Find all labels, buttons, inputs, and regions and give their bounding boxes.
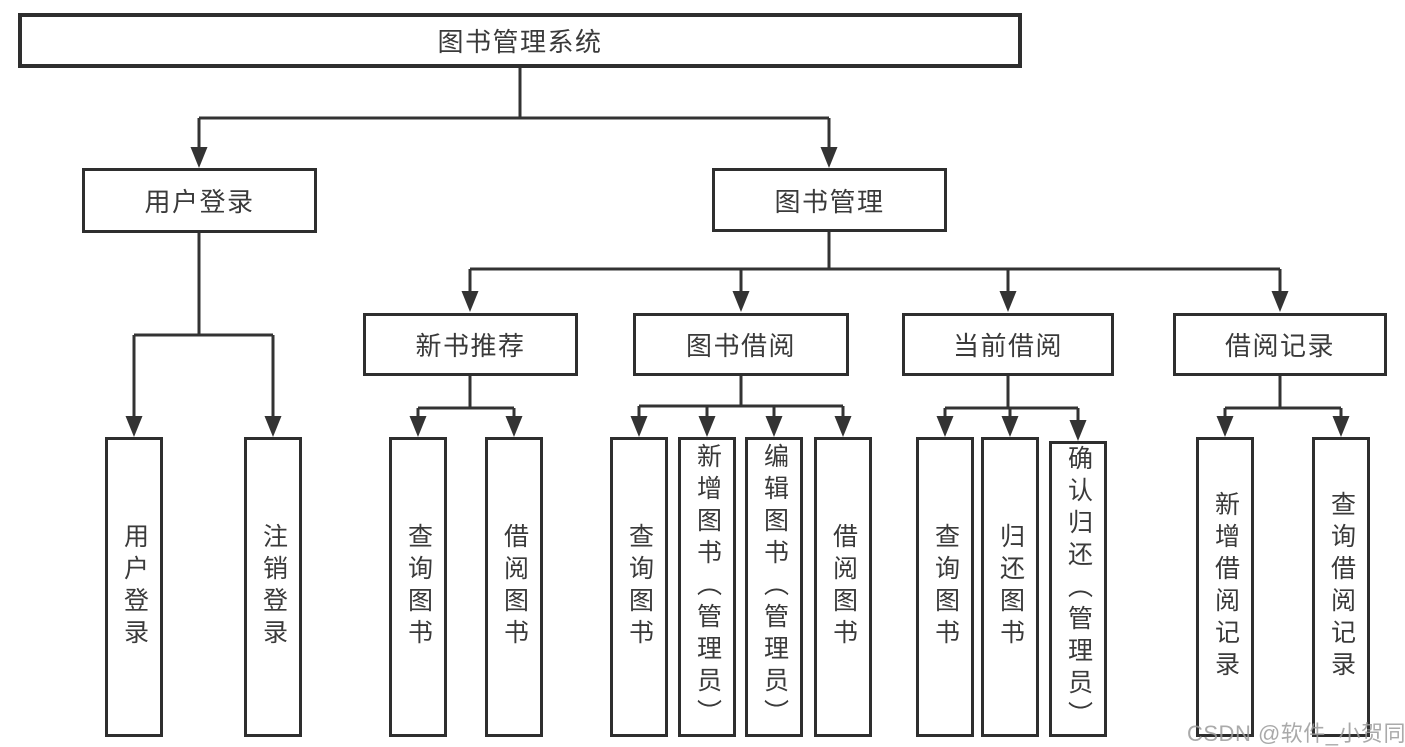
- leaf-user-login: 用户登录: [105, 437, 163, 737]
- leaf-label: 编辑图书（管理员）: [760, 443, 789, 731]
- node-book-borrow: 图书借阅: [633, 313, 849, 376]
- leaf-label: 查询图书: [931, 523, 960, 651]
- leaf-add-book-admin: 新增图书（管理员）: [678, 437, 736, 737]
- connector-arrowheads: [125, 147, 1350, 441]
- leaf-borrow-books-recommend: 借阅图书: [485, 437, 543, 737]
- leaf-return-book: 归还图书: [981, 437, 1039, 737]
- node-current-borrow: 当前借阅: [902, 313, 1114, 376]
- node-label: 图书管理系统: [437, 27, 603, 57]
- leaf-edit-book-admin: 编辑图书（管理员）: [745, 437, 803, 737]
- connector-strokes: [132, 68, 1343, 420]
- node-label: 用户登录: [144, 187, 255, 217]
- leaf-query-books-borrow: 查询图书: [610, 437, 668, 737]
- csdn-watermark: CSDN @软件_小贺同学: [1187, 721, 1405, 746]
- node-label: 借阅记录: [1224, 331, 1335, 361]
- leaf-add-borrow-record: 新增借阅记录: [1196, 437, 1254, 737]
- leaf-label: 归还图书: [996, 523, 1025, 651]
- node-book-management-system: 图书管理系统: [18, 13, 1022, 68]
- leaf-query-books-recommend: 查询图书: [389, 437, 447, 737]
- leaf-label: 注销登录: [259, 523, 288, 651]
- node-borrow-records: 借阅记录: [1173, 313, 1387, 376]
- leaf-label: 用户登录: [120, 523, 149, 651]
- leaf-borrow-books: 借阅图书: [814, 437, 872, 737]
- leaf-label: 查询借阅记录: [1327, 491, 1356, 683]
- node-user-login: 用户登录: [82, 168, 317, 233]
- node-label: 当前借阅: [952, 331, 1063, 361]
- node-label: 新书推荐: [415, 331, 526, 361]
- leaf-label: 查询图书: [404, 523, 433, 651]
- node-new-book-recommend: 新书推荐: [363, 313, 578, 376]
- leaf-label: 确认归还（管理员）: [1064, 445, 1093, 733]
- leaf-label: 借阅图书: [829, 523, 858, 651]
- node-label: 图书管理: [774, 186, 885, 217]
- leaf-logout: 注销登录: [244, 437, 302, 737]
- leaf-query-borrow-record: 查询借阅记录: [1312, 437, 1370, 737]
- leaf-query-books-current: 查询图书: [916, 437, 974, 737]
- leaf-label: 借阅图书: [500, 523, 529, 651]
- node-label: 图书借阅: [685, 331, 796, 361]
- leaf-confirm-return-admin: 确认归还（管理员）: [1049, 441, 1107, 737]
- leaf-label: 新增图书（管理员）: [693, 443, 722, 731]
- node-book-management: 图书管理: [712, 168, 947, 232]
- leaf-label: 查询图书: [625, 523, 654, 651]
- leaf-label: 新增借阅记录: [1211, 491, 1240, 683]
